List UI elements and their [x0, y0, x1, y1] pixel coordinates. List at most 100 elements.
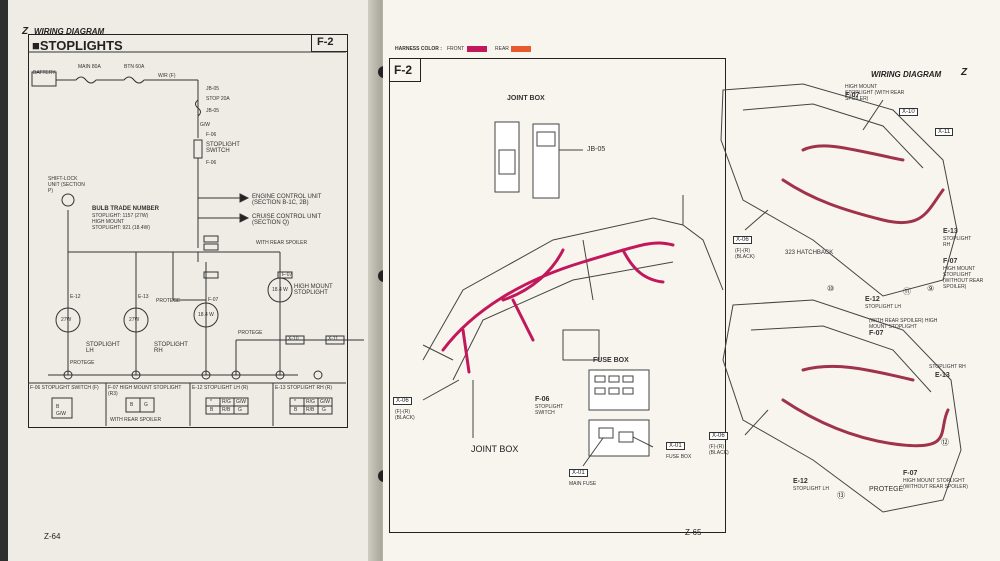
e13-label: E-13	[138, 294, 149, 300]
lamp-184w-b: 18.4 W	[272, 287, 288, 293]
legend-e13-pin6: G	[322, 407, 326, 413]
legend-f07-note: WITH REAR SPOILER	[110, 417, 162, 423]
e13b-code: E-13	[935, 372, 950, 379]
main-fuse-label: MAIN 80A	[78, 64, 101, 70]
e12-sub: STOPLIGHT LH	[865, 304, 901, 310]
e12-label: E-12	[70, 294, 81, 300]
battery-label: BATTERY	[33, 70, 56, 76]
protege-label-a: PROTEGE	[156, 298, 181, 304]
joint-box-title: JOINT BOX	[507, 95, 545, 102]
legend-e13-pin5: R/B	[306, 407, 315, 413]
btn-fuse-label: BTN 60A	[124, 64, 145, 70]
f07-label-b: F-07	[282, 272, 293, 278]
x06b-sub: (F)-(R) (BLACK)	[735, 248, 755, 260]
left-header: WIRING DIAGRAM	[34, 27, 105, 36]
legend-f07-pin2: G	[144, 402, 148, 408]
stoplight-rh2: STOPLIGHT RH	[929, 364, 966, 370]
lamp-27w-a: 27W	[61, 317, 72, 323]
f07-mid-sub: HIGH MOUNT STOPLIGHT (WITHOUT REAR SPOIL…	[943, 266, 984, 290]
legend-e13-pin2: R/G	[306, 399, 315, 405]
jb05-label-b: JB-05	[206, 108, 220, 114]
legend-f06-title: F-06 STOPLIGHT SWITCH (F)	[30, 385, 99, 391]
legend-e12-pin2: R/G	[222, 399, 231, 405]
callout-12: ⑫	[941, 438, 949, 447]
f06-sub: STOPLIGHT SWITCH	[535, 404, 564, 416]
cruise-control-unit: CRUISE CONTROL UNIT (SECTION Q)	[252, 214, 322, 226]
e12b-sub: STOPLIGHT LH	[793, 486, 829, 492]
harness-color-label: HARNESS COLOR :	[395, 46, 442, 52]
right-diagram-frame	[389, 58, 726, 533]
stoplight-lh-label: STOPLIGHT LH	[86, 342, 120, 354]
stop-fuse-label: STOP 20A	[206, 96, 230, 102]
f06-a: F-06	[206, 132, 217, 138]
f07-bot-sub: HIGH MOUNT STOPLIGHT (WITHOUT REAR SPOIL…	[903, 478, 968, 490]
x06c-tag: X-06	[709, 432, 728, 440]
legend-e13-pin3: G/W	[320, 399, 330, 405]
legend-e13-title: E-13 STOPLIGHT RH (R)	[275, 385, 333, 391]
legend-e12-pin5: R/B	[222, 407, 231, 413]
engine-control-unit: ENGINE CONTROL UNIT (SECTION B-1C, 2B)	[252, 194, 322, 206]
legend-f06-pin1: B	[56, 404, 60, 410]
right-section-letter: Z	[961, 67, 968, 78]
x11-label: X-11	[328, 336, 339, 342]
callout-13: ⑬	[837, 491, 845, 500]
right-page-number: Z-65	[685, 528, 702, 537]
lamp-27w-b: 27W	[129, 317, 140, 323]
right-page: HARNESS COLOR : FRONT REAR F-2 WIRING DI…	[383, 0, 1000, 561]
left-page-number: Z-64	[44, 532, 61, 541]
jb05-label: JB-05	[587, 146, 606, 153]
legend-e13-pin4: B	[294, 407, 298, 413]
right-code-box	[389, 58, 421, 82]
stoplight-switch-label: STOPLIGHT SWITCH	[206, 142, 240, 154]
left-page: Z WIRING DIAGRAM ■STOPLIGHTS F-2	[8, 0, 383, 561]
legend-e12-pin1: *	[210, 399, 212, 405]
e13-code: E-13	[943, 228, 958, 235]
high-mount-stoplight: HIGH MOUNT STOPLIGHT	[294, 284, 333, 296]
with-rear-spoiler: WITH REAR SPOILER	[256, 240, 308, 246]
front-color-swatch	[467, 46, 487, 52]
f07-top-sub: HIGH MOUNT STOPLIGHT (WITH REAR SPOILER)	[845, 84, 905, 102]
x10-label: X-10	[288, 336, 299, 342]
e12b-code: E-12	[793, 478, 808, 485]
legend-e12-pin3: G/W	[236, 399, 246, 405]
x06b-tag: X-06	[733, 236, 752, 244]
protege-label: PROTEGÉ	[869, 486, 904, 493]
gw-wire: G/W	[200, 122, 210, 128]
left-code: F-2	[317, 36, 334, 48]
stoplights-title: ■STOPLIGHTS	[32, 38, 123, 53]
legend-e12-pin4: B	[210, 407, 214, 413]
f07-mid-code: F-07	[943, 258, 958, 265]
bulb-line3: STOPLIGHT: 921 (18.4W)	[92, 225, 150, 231]
lamp-184w-a: 18.4 W	[198, 312, 214, 318]
front-label: FRONT	[447, 46, 465, 52]
legend-e13-pin1: *	[294, 399, 296, 405]
legend-f07-title: F-07 HIGH MOUNT STOPLIGHT (R3)	[108, 385, 182, 397]
callout-10: ⑩	[827, 284, 835, 293]
x06c-sub: (F)-(R) (BLACK)	[709, 444, 729, 456]
rear-label: REAR	[495, 46, 509, 52]
callout-11: ⑪	[903, 287, 911, 296]
joint-box-label: JOINT BOX	[471, 444, 519, 454]
stoplight-schematic	[28, 51, 364, 426]
legend-e12-title: E-12 STOPLIGHT LH (R)	[192, 385, 249, 391]
left-section-letter: Z	[22, 26, 29, 37]
x10-tag: X-10	[899, 108, 918, 116]
protege-label-c: PROTEGE	[70, 360, 95, 366]
x01-fuse-sub: FUSE BOX	[666, 454, 692, 460]
f07-top-code: F-07	[845, 92, 860, 99]
x01-main-tag: X-01	[569, 469, 588, 477]
x11-tag: X-11	[935, 128, 954, 136]
e13-sub: STOPLIGHT RH	[943, 236, 972, 248]
x06-tag: X-06	[393, 397, 412, 405]
fuse-box-title: FUSE BOX	[593, 357, 629, 364]
legend-e12-pin6: G	[238, 407, 242, 413]
f07-bot-top-code: F-07	[869, 330, 884, 337]
e12-code: E-12	[865, 296, 880, 303]
bulb-trade-title: BULB TRADE NUMBER	[92, 206, 159, 212]
stoplight-rh-label: STOPLIGHT RH	[154, 342, 188, 354]
shift-lock-label: SHIFT-LOCK UNIT (SECTION P)	[48, 176, 85, 194]
callout-9: ⑨	[927, 284, 935, 293]
f06-code: F-06	[535, 396, 550, 403]
hatchback-label: 323 HATCHBACK	[785, 250, 834, 256]
